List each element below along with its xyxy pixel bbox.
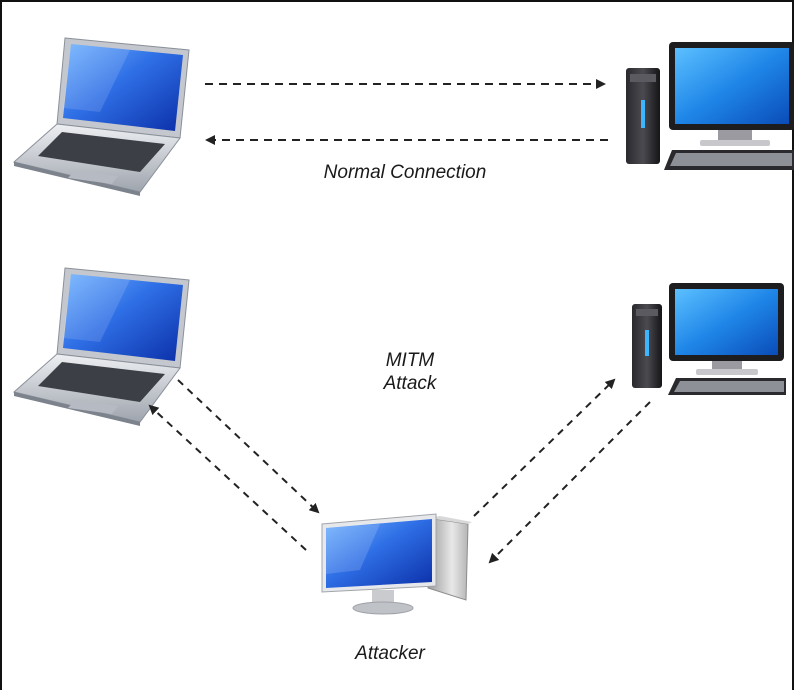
mitm-label-line2: Attack xyxy=(383,373,437,394)
arrow-attacker-to-laptop xyxy=(148,404,307,551)
desktop-computer-icon xyxy=(626,42,794,170)
mitm-attack-label: MITM Attack xyxy=(350,349,470,395)
mitm-arrows xyxy=(148,378,651,564)
laptop-icon xyxy=(12,267,190,426)
desktop-computer-icon xyxy=(632,283,786,395)
laptop-icon xyxy=(12,37,190,196)
attacker-label: Attacker xyxy=(355,643,425,664)
normal-connection-arrows xyxy=(205,79,608,145)
arrow-server-to-attacker xyxy=(488,401,651,564)
arrow-laptop-to-attacker xyxy=(177,379,320,514)
attacker-computer-icon xyxy=(321,513,472,615)
mitm-label-line1: MITM xyxy=(385,350,435,371)
arrow-attacker-to-server xyxy=(473,378,616,517)
normal-connection-label: Normal Connection xyxy=(323,162,487,183)
